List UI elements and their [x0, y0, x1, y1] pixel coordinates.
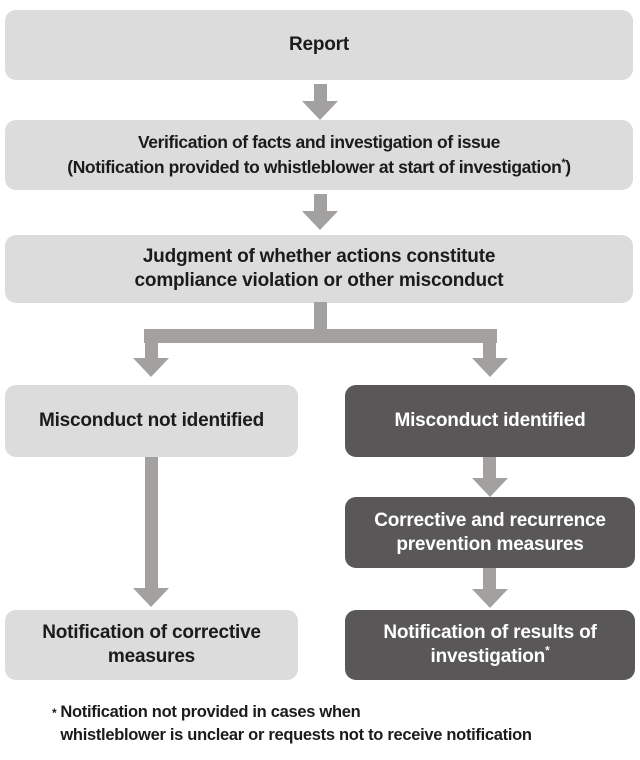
corrective-line1: Corrective and recurrence	[374, 509, 606, 531]
branch-left-stem	[145, 343, 158, 358]
asterisk-superscript: *	[545, 644, 550, 658]
notification-results-line2: investigation*	[430, 644, 550, 667]
corrective-measures-box: Corrective and recurrence prevention mea…	[345, 497, 635, 568]
misconduct-not-identified-box: Misconduct not identified	[5, 385, 298, 457]
notification-corrective-line1: Notification of corrective	[42, 622, 261, 643]
notification-results-line1: Notification of results of	[383, 622, 597, 643]
misconduct-identified-box: Misconduct identified	[345, 385, 635, 457]
verification-line2: (Notification provided to whistleblower …	[67, 157, 571, 177]
misconduct-not-identified-label: Misconduct not identified	[38, 410, 265, 431]
judgment-box: Judgment of whether actions constitute c…	[5, 235, 633, 303]
arrowhead-branch-left	[133, 358, 169, 377]
arrowhead-identified-to-corrective	[472, 478, 508, 497]
branch-connector-bar	[144, 329, 497, 343]
arrow-corrective-to-results	[483, 568, 496, 589]
footnote-text: Notification not provided in cases when …	[60, 701, 532, 747]
arrowhead-corrective-to-results	[472, 589, 508, 608]
footnote-line2: whistleblower is unclear or requests not…	[60, 726, 532, 744]
footnote: * Notification not provided in cases whe…	[52, 701, 532, 747]
branch-connector-stem	[314, 302, 327, 329]
notification-results-box: Notification of results of investigation…	[345, 610, 635, 680]
arrowhead-verification-to-judgment	[302, 211, 338, 230]
misconduct-identified-label: Misconduct identified	[394, 410, 586, 431]
judgment-line1: Judgment of whether actions constitute	[142, 246, 496, 267]
footnote-asterisk: *	[52, 706, 57, 720]
branch-right-stem	[483, 343, 496, 358]
verification-box: Verification of facts and investigation …	[5, 120, 633, 190]
footnote-line1: Notification not provided in cases when	[60, 703, 361, 721]
arrow-verification-to-judgment	[314, 194, 327, 211]
notification-corrective-box: Notification of corrective measures	[5, 610, 298, 680]
report-label: Report	[288, 34, 350, 55]
verification-line1: Verification of facts and investigation …	[138, 132, 500, 152]
asterisk-superscript: *	[561, 157, 566, 170]
arrow-notident-to-notification	[145, 457, 158, 588]
arrowhead-report-to-verification	[302, 101, 338, 120]
corrective-line2: prevention measures	[396, 533, 584, 555]
judgment-line2: compliance violation or other misconduct	[134, 270, 504, 291]
notification-corrective-line2: measures	[107, 646, 196, 667]
arrowhead-branch-right	[472, 358, 508, 377]
arrow-identified-to-corrective	[483, 457, 496, 478]
arrowhead-notident-to-notification	[133, 588, 169, 607]
report-box: Report	[5, 10, 633, 80]
arrow-report-to-verification	[314, 84, 327, 101]
